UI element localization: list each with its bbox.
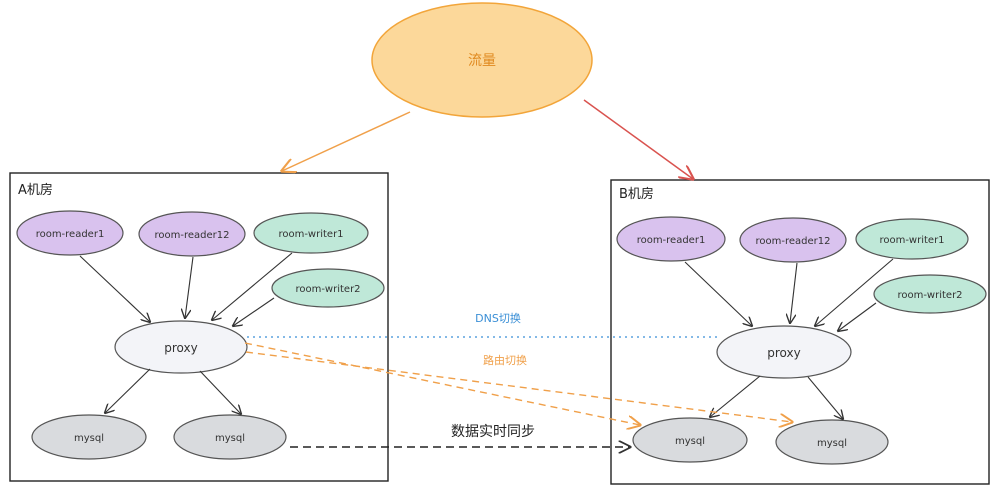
- room-b-reader2: [739, 217, 847, 263]
- room-a-writer1-label: room-writer1: [278, 229, 343, 240]
- room-b-proxy-label: proxy: [767, 346, 800, 360]
- room-a-db2-label: mysql: [215, 433, 245, 444]
- route-switch-line-2: [245, 351, 792, 422]
- traffic-node: [371, 2, 593, 118]
- room-a-edge-proxy-db1: [105, 368, 151, 413]
- room-a-proxy-label: proxy: [164, 341, 197, 355]
- room-a-writer2: [271, 268, 385, 308]
- room-a-title: A机房: [18, 182, 53, 198]
- room-a-writer2-label: room-writer2: [295, 284, 360, 295]
- room-b-writer2-label: room-writer2: [897, 290, 962, 301]
- room-a-db1-label: mysql: [74, 433, 104, 444]
- room-b-edge-proxy-db2: [807, 376, 843, 419]
- room-b-reader1-label: room-reader1: [637, 235, 706, 246]
- room-a-reader2: [138, 211, 246, 257]
- room-b-box: [610, 179, 990, 485]
- room-b-db1-label: mysql: [675, 436, 705, 447]
- room-b-db1: [632, 417, 748, 463]
- room-b-db2: [775, 419, 889, 465]
- room-b-writer1: [855, 218, 969, 260]
- room-a-edge-writer2-proxy: [233, 297, 275, 326]
- route-switch-line-1: [244, 342, 640, 425]
- traffic-to-b-arrow: [583, 99, 693, 179]
- room-b-edge-proxy-db1: [710, 375, 761, 417]
- room-a-box: [9, 172, 389, 482]
- room-b-proxy: [716, 325, 852, 379]
- room-a-reader1-label: room-reader1: [36, 229, 105, 240]
- room-b-reader2-label: room-reader12: [756, 236, 831, 247]
- room-b-db2-label: mysql: [817, 438, 847, 449]
- room-b-edge-reader2-proxy: [790, 262, 798, 323]
- room-b-edge-writer2-proxy: [838, 302, 877, 331]
- room-b-writer2: [873, 274, 987, 314]
- room-b-writer1-label: room-writer1: [879, 235, 944, 246]
- route-switch-label: 路由切换: [483, 353, 527, 367]
- room-b-edge-writer1-proxy: [815, 258, 894, 326]
- room-a-edge-proxy-db2: [199, 370, 241, 414]
- room-a-db1: [31, 414, 147, 460]
- room-a-writer1: [253, 212, 369, 254]
- room-b-title: B机房: [619, 186, 654, 202]
- room-b-reader1: [616, 216, 726, 262]
- room-a-reader1: [16, 210, 124, 256]
- room-a-edge-reader2-proxy: [185, 256, 194, 318]
- room-a-edge-reader1-proxy: [79, 255, 150, 322]
- realtime-sync-label: 数据实时同步: [451, 424, 535, 440]
- room-b-edge-reader1-proxy: [684, 261, 752, 326]
- traffic-label: 流量: [468, 53, 496, 69]
- dns-switch-label: DNS切换: [475, 311, 521, 325]
- room-a-reader2-label: room-reader12: [155, 230, 230, 241]
- room-a-edge-writer1-proxy: [212, 252, 293, 320]
- traffic-to-a-arrow: [282, 111, 411, 171]
- room-a-db2: [173, 414, 287, 460]
- room-a-proxy: [114, 320, 248, 374]
